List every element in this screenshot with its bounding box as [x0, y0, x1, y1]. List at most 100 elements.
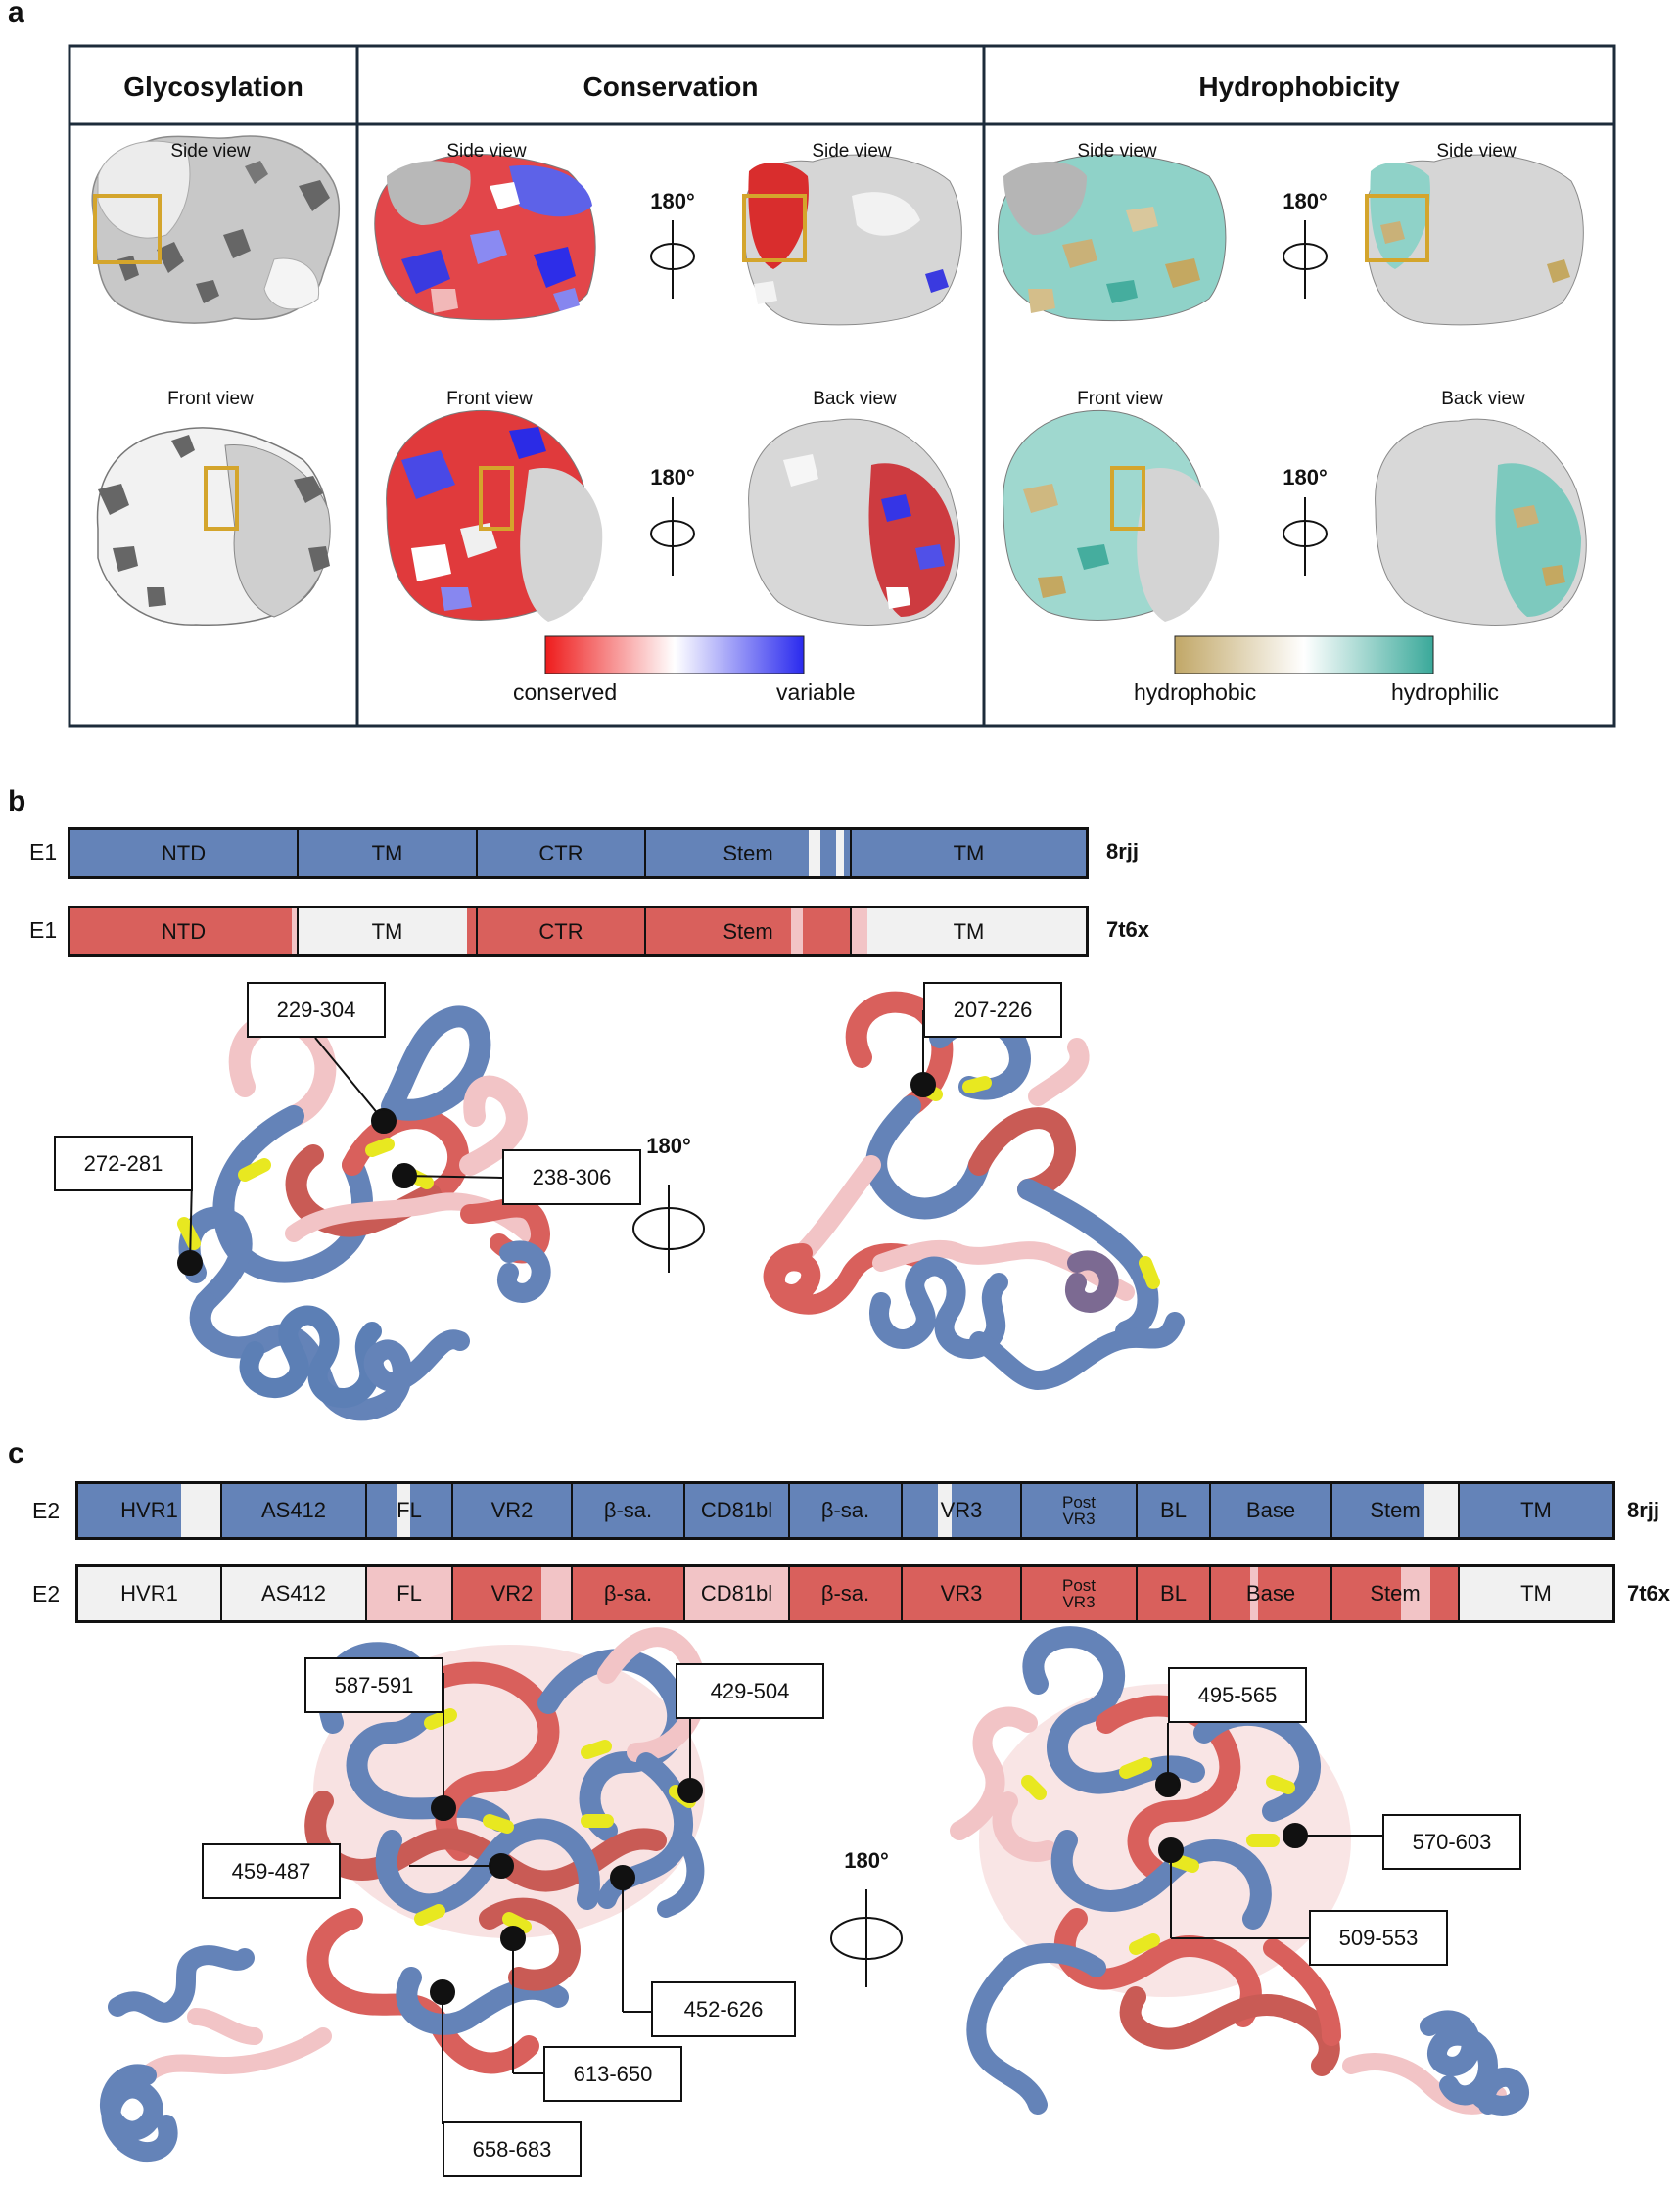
conservation-side-surface-rotated — [742, 154, 962, 326]
hydrophobicity-colorbar — [1174, 635, 1434, 674]
hyd-side-label: Side view — [1077, 141, 1157, 162]
rotation-label: 180° — [650, 189, 695, 213]
e2-7t6x-tm: TM — [1460, 1567, 1612, 1620]
e2-callout-570-603: 570-603 — [1382, 1814, 1521, 1870]
glyco-side-label: Side view — [170, 141, 251, 162]
e1-8rjj-ctr: CTR — [478, 830, 646, 876]
e1-callout-229-304: 229-304 — [247, 982, 386, 1038]
header-conservation: Conservation — [583, 71, 759, 102]
rotation-arrow-icon — [830, 1889, 903, 1987]
e2-7t6x-stem: Stem — [1332, 1567, 1460, 1620]
e1-callout-238-306: 238-306 — [502, 1149, 641, 1205]
e2-pdb-8rjj: 8rjj — [1627, 1498, 1660, 1522]
e2-callout-495-565: 495-565 — [1168, 1667, 1307, 1723]
e2-7t6x-as412: AS412 — [222, 1567, 367, 1620]
conservation-low-label: conserved — [513, 679, 618, 705]
header-hydrophobicity: Hydrophobicity — [1198, 71, 1400, 102]
e2-7t6x-fl: FL — [367, 1567, 453, 1620]
e1-structure-back — [763, 991, 1185, 1391]
panel-b-label: b — [8, 785, 26, 817]
e2-callout-658-683: 658-683 — [443, 2121, 582, 2177]
e1-7t6x-ctr: CTR — [478, 908, 646, 954]
e2-track-7t6x: HVR1 AS412 FL VR2 β-sa. CD81bl β-sa. VR3… — [75, 1564, 1615, 1623]
e2-8rjj-cd81bl: CD81bl — [685, 1484, 790, 1537]
conservation-back-surface — [748, 418, 960, 626]
e1-7t6x-ntd: NTD — [70, 908, 299, 954]
e2-callout-509-553: 509-553 — [1309, 1910, 1448, 1966]
e1-7t6x-tm: TM — [299, 908, 478, 954]
hydrophobicity-low-label: hydrophobic — [1134, 679, 1257, 705]
e1-8rjj-tm-2: TM — [852, 830, 1086, 876]
e2-callout-429-504: 429-504 — [676, 1663, 824, 1719]
hydrophobicity-side-surface-rotated — [1365, 154, 1584, 326]
e2-7t6x-base: Base — [1211, 1567, 1332, 1620]
e2-callout-587-591: 587-591 — [304, 1657, 443, 1713]
e1-7t6x-stem: Stem — [646, 908, 852, 954]
e2-8rjj-vr3: VR3 — [903, 1484, 1022, 1537]
e2-7t6x-vr3: VR3 — [903, 1567, 1022, 1620]
rotation-label: 180° — [650, 465, 695, 489]
glyco-front-label: Front view — [167, 389, 254, 409]
e2-8rjj-tm: TM — [1460, 1484, 1612, 1537]
e2-track-label: E2 — [32, 1498, 61, 1523]
rotation-label: 180° — [1283, 189, 1328, 213]
e1-track-7t6x: NTD TM CTR Stem TM — [68, 906, 1089, 957]
panel-c-label: c — [8, 1437, 24, 1469]
e2-8rjj-vr2: VR2 — [453, 1484, 573, 1537]
e2-callout-459-487: 459-487 — [202, 1843, 341, 1899]
e1-8rjj-ntd: NTD — [70, 830, 299, 876]
e2-7t6x-beta-sa: β-sa. — [573, 1567, 685, 1620]
hyd-back-label: Back view — [1441, 389, 1525, 409]
cons-front-label: Front view — [446, 389, 533, 409]
e2-8rjj-beta-sa-2: β-sa. — [790, 1484, 903, 1537]
rotation-arrow-icon — [632, 1185, 705, 1273]
e2-7t6x-bl: BL — [1138, 1567, 1211, 1620]
panel-a-figure — [68, 44, 1616, 728]
rotation-label: 180° — [844, 1848, 889, 1873]
e1-track-label: E1 — [29, 839, 58, 864]
conservation-high-label: variable — [776, 679, 856, 705]
e1-callout-272-281: 272-281 — [54, 1136, 193, 1191]
e2-callout-613-650: 613-650 — [543, 2046, 682, 2102]
e2-8rjj-bl: BL — [1138, 1484, 1211, 1537]
e1-structure-front — [177, 1005, 551, 1421]
e1-pdb-7t6x: 7t6x — [1106, 917, 1150, 942]
e2-8rjj-fl: FL — [367, 1484, 453, 1537]
e2-8rjj-beta-sa: β-sa. — [573, 1484, 685, 1537]
cons-side-label-2: Side view — [812, 141, 892, 162]
e2-7t6x-hvr1: HVR1 — [78, 1567, 222, 1620]
hyd-side-label-2: Side view — [1436, 141, 1517, 162]
e2-8rjj-base: Base — [1211, 1484, 1332, 1537]
e2-8rjj-as412: AS412 — [222, 1484, 367, 1537]
e2-track-label: E2 — [32, 1581, 61, 1606]
e1-8rjj-tm: TM — [299, 830, 478, 876]
hydrophobicity-back-surface — [1375, 418, 1587, 626]
rotation-label: 180° — [646, 1134, 691, 1158]
header-glycosylation: Glycosylation — [123, 71, 303, 102]
e1-8rjj-stem: Stem — [646, 830, 852, 876]
hydrophobicity-side-surface — [997, 154, 1227, 322]
hydrophobicity-front-surface — [1003, 409, 1220, 622]
conservation-colorbar — [544, 635, 805, 674]
e1-callout-207-226: 207-226 — [923, 982, 1062, 1038]
e2-8rjj-stem: Stem — [1332, 1484, 1460, 1537]
e1-disulfide-markers — [177, 1010, 936, 1276]
e1-7t6x-tm-2: TM — [852, 908, 1086, 954]
hydrophobicity-high-label: hydrophilic — [1391, 679, 1499, 705]
e1-pdb-8rjj: 8rjj — [1106, 839, 1140, 863]
hyd-front-label: Front view — [1077, 389, 1163, 409]
e2-7t6x-cd81bl: CD81bl — [685, 1567, 790, 1620]
cons-side-label: Side view — [446, 141, 527, 162]
e2-8rjj-hvr1: HVR1 — [78, 1484, 222, 1537]
e2-7t6x-beta-sa-2: β-sa. — [790, 1567, 903, 1620]
conservation-front-surface — [386, 409, 603, 622]
conservation-side-surface — [374, 154, 596, 321]
e1-track-label: E1 — [29, 917, 58, 943]
glyco-side-surface — [91, 135, 341, 324]
e2-pdb-7t6x: 7t6x — [1627, 1581, 1671, 1605]
glyco-front-surface — [96, 427, 331, 626]
rotation-label: 180° — [1283, 465, 1328, 489]
rotation-arrow-icon — [650, 220, 1328, 576]
